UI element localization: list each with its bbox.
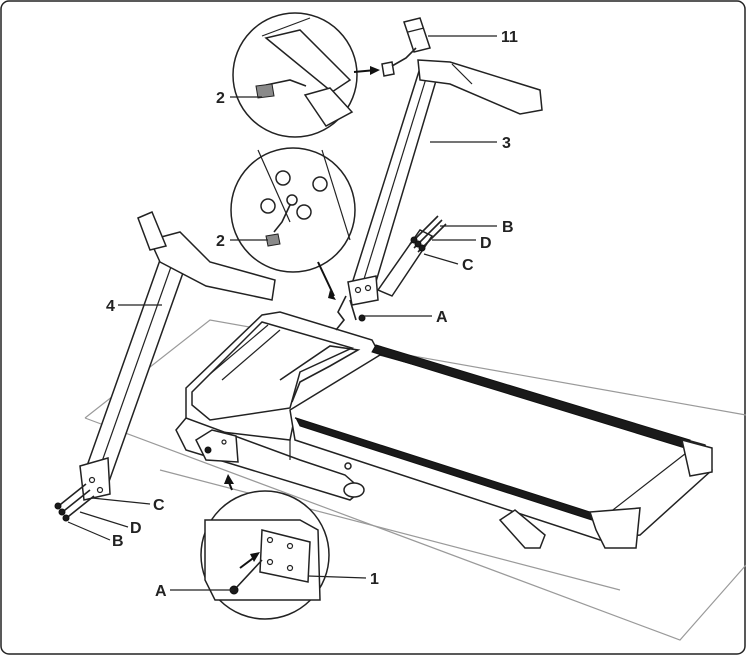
detail-circle-cable-routing (230, 147, 356, 300)
label-part-3: 3 (502, 135, 511, 152)
label-part-1: 1 (370, 571, 379, 588)
leader-lines (67, 35, 497, 591)
detail-circle-cable-connector (232, 12, 417, 138)
label-part-c-right: C (462, 257, 474, 274)
label-part-2-top: 2 (216, 90, 225, 107)
label-part-4: 4 (106, 298, 115, 315)
label-part-d-right: D (480, 235, 492, 252)
right-bolt-set (409, 215, 447, 253)
label-part-c-left: C (153, 497, 165, 514)
label-part-2-mid: 2 (216, 233, 225, 250)
label-part-b-right: B (502, 219, 514, 236)
left-upright (54, 211, 276, 522)
console-cable (335, 295, 366, 331)
detail-circle-bracket (200, 474, 330, 620)
label-part-b-left: B (112, 533, 124, 550)
label-part-a-right: A (436, 309, 448, 326)
left-bolt-set (54, 483, 95, 522)
detail-bracket-small (195, 429, 239, 463)
label-part-a-bottom: A (155, 583, 167, 600)
label-part-d-left: D (130, 520, 142, 537)
callout-labels: 11 3 2 2 4 B D C A C D B A 1 (106, 29, 518, 600)
label-part-11: 11 (501, 29, 518, 46)
right-upright (347, 17, 543, 306)
